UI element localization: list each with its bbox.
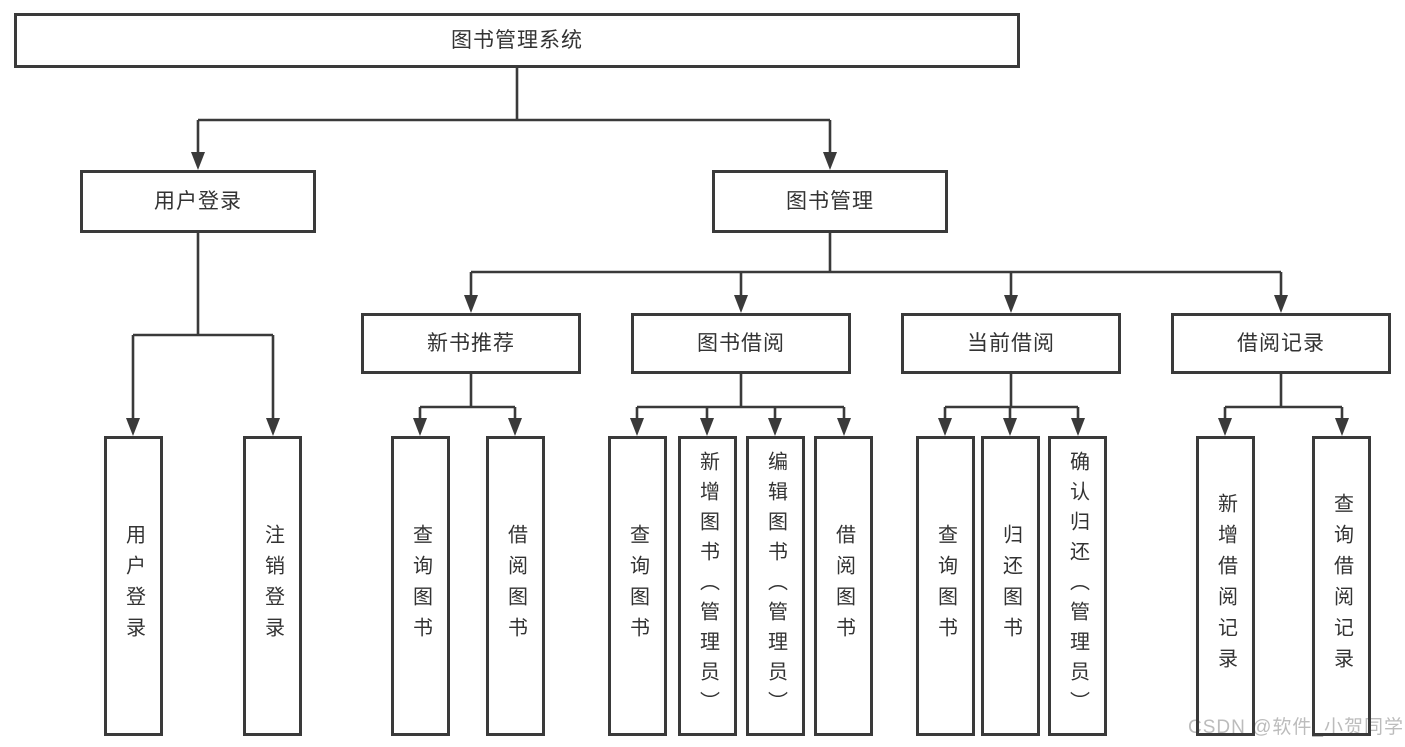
- arrowhead: [938, 418, 952, 436]
- arrowhead: [1004, 295, 1018, 313]
- leaf-user-login: 用户登录: [104, 436, 163, 736]
- arrowhead: [1335, 418, 1349, 436]
- arrowhead: [1218, 418, 1232, 436]
- leaf-add-borrow-record: 新增借阅记录: [1196, 436, 1255, 736]
- leaf-borrow-book-recommend: 借阅图书: [486, 436, 545, 736]
- node-user-login-group: 用户登录: [80, 170, 316, 233]
- arrowhead: [191, 152, 205, 170]
- connector-root-to-level2: [196, 67, 832, 156]
- arrowhead: [266, 418, 280, 436]
- leaf-confirm-return-admin: 确认归还（管理员）: [1048, 436, 1107, 736]
- arrowhead: [1274, 295, 1288, 313]
- connector-current-borrow-to-leaves: [943, 374, 1080, 422]
- leaf-logout-login: 注销登录: [243, 436, 302, 736]
- arrowhead: [734, 295, 748, 313]
- leaf-return-book: 归还图书: [981, 436, 1040, 736]
- node-borrow-records: 借阅记录: [1171, 313, 1391, 374]
- leaf-query-book-recommend: 查询图书: [391, 436, 450, 736]
- arrowhead: [837, 418, 851, 436]
- leaf-borrow-book: 借阅图书: [814, 436, 873, 736]
- arrowhead: [823, 152, 837, 170]
- connector-new-book-recommend-to-leaves: [418, 374, 517, 422]
- arrowhead: [126, 418, 140, 436]
- connector-book-management-to-level3: [469, 233, 1283, 299]
- node-root: 图书管理系统: [14, 13, 1020, 68]
- arrowhead: [700, 418, 714, 436]
- csdn-watermark: CSDN @软件_小贺同学: [1188, 717, 1404, 738]
- arrowhead: [413, 418, 427, 436]
- leaf-query-borrow-record: 查询借阅记录: [1312, 436, 1371, 736]
- leaf-query-book-current: 查询图书: [916, 436, 975, 736]
- leaf-query-book-borrow: 查询图书: [608, 436, 667, 736]
- node-book-management-group: 图书管理: [712, 170, 948, 233]
- arrowhead: [508, 418, 522, 436]
- arrowhead: [1003, 418, 1017, 436]
- arrowhead: [1071, 418, 1085, 436]
- node-book-borrow: 图书借阅: [631, 313, 851, 374]
- connector-borrow-records-to-leaves: [1223, 374, 1344, 422]
- node-new-book-recommend: 新书推荐: [361, 313, 581, 374]
- arrowhead: [464, 295, 478, 313]
- leaf-add-book-admin: 新增图书（管理员）: [678, 436, 737, 736]
- leaf-edit-book-admin: 编辑图书（管理员）: [746, 436, 805, 736]
- arrowhead: [630, 418, 644, 436]
- node-current-borrow: 当前借阅: [901, 313, 1121, 374]
- connector-book-borrow-to-leaves: [635, 374, 846, 422]
- connector-user-login-to-leaves: [131, 233, 275, 422]
- arrowhead: [768, 418, 782, 436]
